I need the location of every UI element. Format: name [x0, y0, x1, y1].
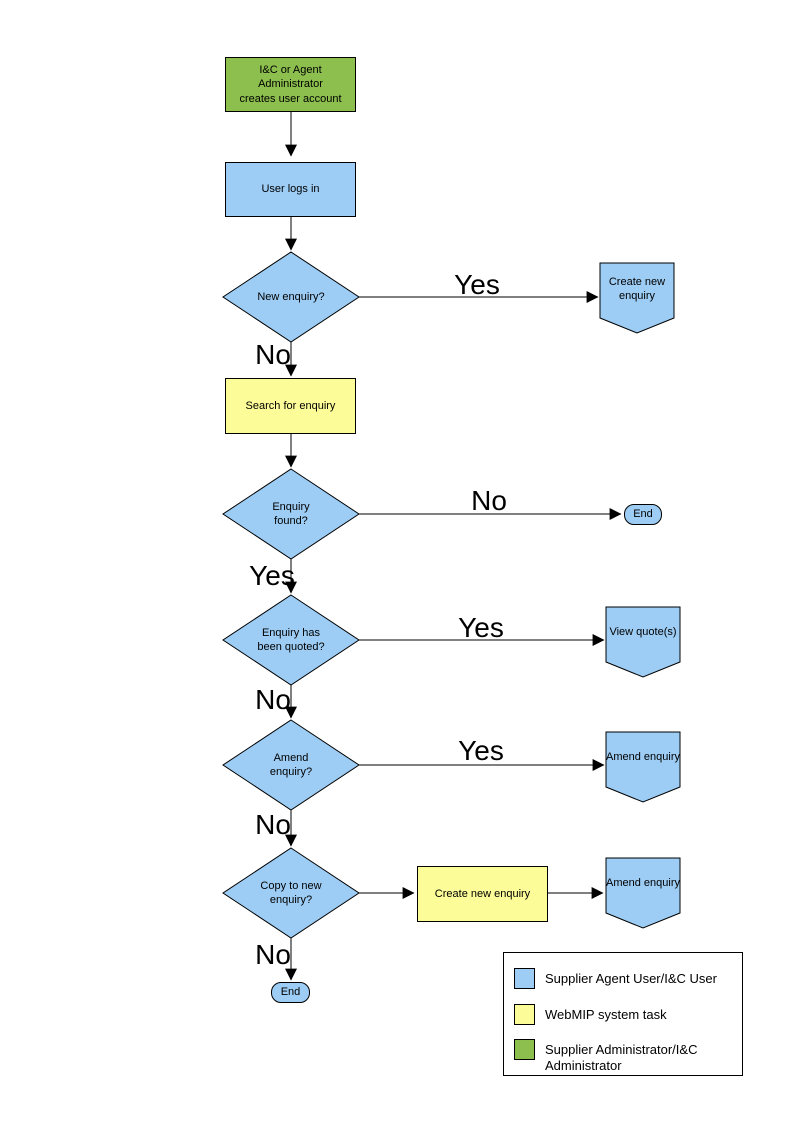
end-terminator-right-label: End — [633, 508, 653, 521]
legend-label-user: Supplier Agent User/I&C User — [545, 971, 717, 986]
copy-to-new-question-label: Copy to new enquiry? — [260, 879, 322, 906]
pentagon-amend-enquiry-1 — [605, 731, 681, 803]
branch-label-yes-new-enquiry: Yes — [454, 269, 500, 300]
create-new-enquiry-task-box: Create new enquiry — [417, 866, 548, 922]
legend-item-admin: Supplier Administrator/I&C Administrator — [514, 1039, 730, 1073]
legend-item-user: Supplier Agent User/I&C User — [514, 968, 730, 989]
view-quotes-connector-label: View quote(s) — [609, 625, 677, 638]
branch-label-no-amend: No — [255, 809, 291, 840]
branch-label-no-enquiry-found: No — [471, 485, 507, 516]
pentagon-amend-enquiry-2 — [605, 857, 681, 929]
admin-creates-account-label: I&C or Agent Administrator creates user … — [239, 64, 342, 105]
branch-label-no-quoted: No — [255, 684, 291, 715]
enquiry-found-question-label: Enquiry found? — [272, 500, 310, 527]
admin-creates-account-box: I&C or Agent Administrator creates user … — [225, 57, 356, 112]
diamond-copy-to-new — [222, 847, 360, 939]
end-terminator-right: End — [624, 504, 662, 525]
pentagon-create-new-enquiry — [599, 262, 675, 334]
legend-label-system: WebMIP system task — [545, 1007, 667, 1022]
branch-label-yes-quoted: Yes — [458, 612, 504, 643]
create-new-enquiry-connector-label: Create new enquiry — [608, 275, 666, 302]
create-new-enquiry-task-label: Create new enquiry — [434, 887, 531, 900]
search-for-enquiry-box: Search for enquiry — [225, 378, 356, 434]
legend-box: Supplier Agent User/I&C User WebMIP syst… — [503, 952, 743, 1076]
diamond-new-enquiry — [222, 251, 360, 343]
legend-swatch-blue — [514, 968, 535, 989]
legend-swatch-yellow — [514, 1004, 535, 1025]
diamond-amend-enquiry — [222, 719, 360, 811]
end-terminator-bottom-label: End — [280, 986, 301, 999]
branch-label-yes-amend: Yes — [458, 735, 504, 766]
new-enquiry-question-label: New enquiry? — [257, 290, 325, 303]
legend-item-system: WebMIP system task — [514, 1004, 730, 1025]
end-terminator-bottom: End — [271, 982, 310, 1003]
amend-enquiry-question-label: Amend enquiry? — [269, 751, 313, 778]
user-logs-in-label: User logs in — [261, 183, 320, 196]
legend-swatch-green — [514, 1039, 535, 1060]
legend-label-admin: Supplier Administrator/I&C Administrator — [545, 1042, 698, 1073]
diamond-enquiry-found — [222, 468, 360, 560]
pentagon-view-quotes — [605, 606, 681, 678]
branch-label-yes-enquiry-found: Yes — [249, 560, 295, 591]
connector-group — [285, 112, 622, 981]
amend-enquiry-connector1-label: Amend enquiry — [606, 750, 680, 763]
enquiry-quoted-question-label: Enquiry has been quoted? — [257, 626, 325, 653]
amend-enquiry-connector2-label: Amend enquiry — [606, 876, 680, 889]
branch-label-no-new-enquiry: No — [255, 339, 291, 370]
search-for-enquiry-label: Search for enquiry — [245, 399, 336, 412]
diamond-enquiry-quoted — [222, 594, 360, 686]
user-logs-in-box: User logs in — [225, 162, 356, 217]
branch-label-no-copy: No — [255, 939, 291, 970]
